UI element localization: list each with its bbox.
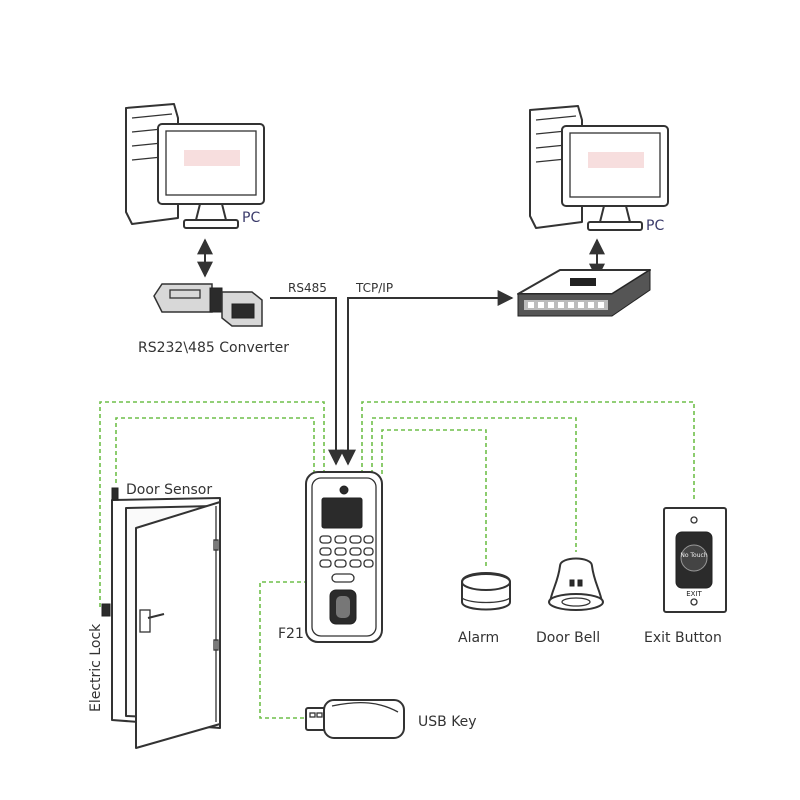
pc-right-label: PC: [646, 218, 664, 234]
wire-exit-button: [361, 401, 695, 500]
network-switch-icon: [517, 269, 651, 317]
wire-usb-key: [259, 581, 308, 719]
usb-key-label: USB Key: [418, 714, 477, 730]
converter-label: RS232\485 Converter: [138, 340, 289, 356]
f21-label: F21: [278, 626, 304, 642]
pc-left-icon: [125, 103, 265, 229]
rs485-line: [270, 297, 344, 466]
door-bell-label: Door Bell: [536, 630, 600, 646]
wire-door-bell: [371, 417, 577, 552]
converter-icon: [153, 283, 263, 327]
door-bell-icon: [548, 557, 604, 611]
tcpip-line: [340, 290, 514, 466]
wire-electric-lock: [99, 401, 325, 610]
alarm-label: Alarm: [458, 630, 499, 646]
wire-alarm: [381, 429, 487, 566]
alarm-icon: [461, 572, 511, 611]
exit-button-label: Exit Button: [644, 630, 722, 646]
exit-button-brand: No Touch: [680, 552, 707, 559]
exit-button-icon: No Touch EXIT: [663, 507, 727, 613]
exit-button-face-text: EXIT: [686, 590, 702, 598]
tcpip-label: TCP/IP: [355, 281, 393, 295]
electric-lock-label: Electric Lock: [88, 623, 104, 712]
usb-key-icon: [305, 699, 405, 739]
pc-left-label: PC: [242, 210, 260, 226]
f21-device-icon: [305, 471, 383, 643]
door-sensor-label: Door Sensor: [126, 482, 212, 498]
wire-door-sensor: [115, 417, 315, 486]
door-icon: [101, 487, 221, 749]
rs485-label: RS485: [288, 281, 327, 295]
pc-right-icon: [529, 105, 669, 231]
